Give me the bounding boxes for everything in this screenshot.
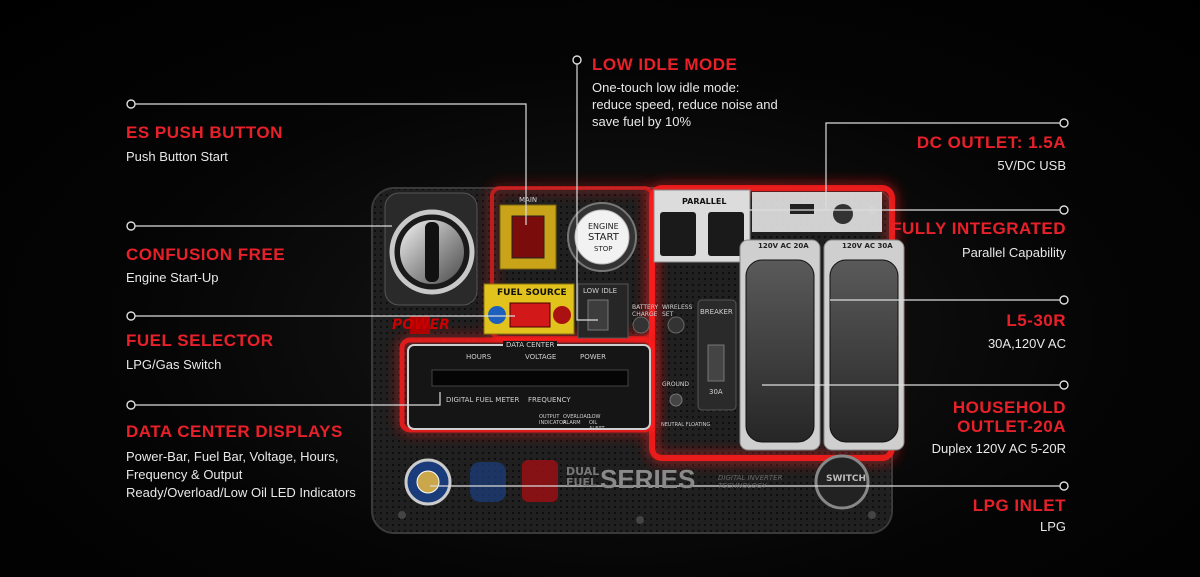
low-idle-mode-desc-2: reduce speed, reduce noise and (592, 97, 778, 112)
es-push-button-desc: Push Button Start (126, 149, 228, 164)
engine-rotary-switch (384, 192, 478, 306)
fuel-selector-desc: LPG/Gas Switch (126, 357, 222, 372)
digital-fuel-meter-label: DIGITAL FUEL METER (446, 396, 520, 404)
fuel-selector-title: FUEL SELECTOR (126, 331, 274, 350)
household-outlet (739, 239, 821, 451)
panel-glow-top (490, 186, 654, 340)
start-label: START (588, 232, 619, 243)
low-oil-alert-label: LOW OIL ALERT (589, 414, 605, 432)
household-outlet-title-1: HOUSEHOLD (952, 398, 1066, 417)
data-center-displays-title: DATA CENTER DISPLAYS (126, 422, 343, 441)
dual-label: DUAL (566, 465, 600, 478)
breaker-label: BREAKER (700, 308, 733, 316)
outlet-30a-label: 120V AC 30A (842, 242, 893, 250)
power-label: POWER (580, 353, 606, 361)
outlet-20a-label: 120V AC 20A (758, 242, 809, 250)
low-idle-mode-desc-1: One-touch low idle mode: (592, 80, 740, 95)
fully-integrated-title: FULLY INTEGRATED (891, 219, 1066, 238)
parallel-label: PARALLEL (682, 197, 727, 206)
stop-label: STOP (594, 245, 613, 253)
es-push-button-title: ES PUSH BUTTON (126, 123, 283, 142)
low-idle-label: LOW IDLE (583, 287, 618, 295)
data-center-displays-desc-2: Frequency & Output (126, 467, 243, 482)
household-outlet-desc: Duplex 120V AC 5-20R (931, 441, 1066, 456)
breaker-rating: 30A (709, 388, 723, 396)
neutral-floating-label: NEUTRAL FLOATING (661, 422, 711, 428)
household-outlet-title-2: OUTLET-20A (957, 417, 1066, 436)
data-center-label: DATA CENTER (503, 341, 558, 349)
dc-outlet-title: DC OUTLET: 1.5A (916, 133, 1066, 152)
lpg-inlet-desc: LPG (1039, 519, 1066, 534)
data-center-displays-desc-1: Power-Bar, Fuel Bar, Voltage, Hours, (126, 449, 339, 464)
leader-lines (131, 60, 1064, 487)
data-center-displays-desc-3: Ready/Overload/Low Oil LED Indicators (126, 485, 356, 500)
l5-30r-desc: 30A,120V AC (987, 336, 1066, 351)
frequency-label: FREQUENCY (528, 396, 571, 404)
fuel-label: FUEL (566, 476, 597, 489)
wireless-set-label: WIRELESS SET (662, 304, 693, 318)
series-label: SERIES (600, 464, 696, 494)
confusion-free-title: CONFUSION FREE (126, 245, 286, 264)
engine-start-button (567, 202, 637, 272)
lpg-inlet-title: LPG INLET (972, 496, 1066, 515)
brand-logo: POWER (392, 317, 450, 333)
l5-30r-outlet (823, 239, 905, 451)
overload-alarm-label: OVERLOAD ALARM (563, 414, 591, 426)
output-indicator-label: OUTPUT INDICATOR (539, 414, 567, 426)
confusion-free-desc: Engine Start-Up (126, 270, 219, 285)
main-label: MAIN (519, 196, 538, 204)
hours-label: HOURS (466, 353, 492, 361)
low-idle-mode-title: LOW IDLE MODE (592, 55, 738, 74)
battery-charge-label: BATTERY CHARGE (632, 304, 659, 318)
fuel-source-label: FUEL SOURCE (497, 288, 567, 298)
l5-30r-title: L5-30R (1006, 311, 1066, 330)
ground-label: GROUND (662, 381, 690, 388)
engine-label: ENGINE (588, 222, 619, 231)
switch-tech-label: SWITCH (826, 474, 867, 484)
leader-dots (126, 55, 1069, 491)
digital-inverter-label: DIGITAL INVERTER TECHNOLOGY (718, 474, 783, 490)
dc-outlet-desc: 5V/DC USB (997, 158, 1066, 173)
lpg-inlet (404, 458, 452, 506)
fully-integrated-desc: Parallel Capability (961, 245, 1066, 260)
low-idle-mode-desc-3: save fuel by 10% (592, 114, 692, 129)
voltage-label: VOLTAGE (525, 353, 557, 361)
